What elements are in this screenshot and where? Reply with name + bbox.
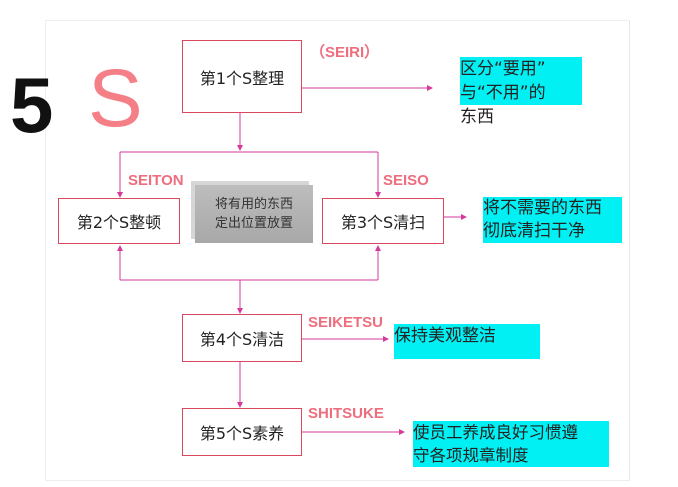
- desc-4-line1: 保持美观整洁: [394, 326, 496, 346]
- desc-3-line2: 彻底清扫干净: [483, 221, 585, 241]
- desc-2-line1: 将有用的东西: [214, 197, 293, 212]
- tag-shitsuke: SHITSUKE: [308, 405, 384, 422]
- desc-1-line2: 与“不用”的: [460, 81, 582, 105]
- tag-seiton: SEITON: [128, 172, 184, 189]
- desc-2-line2: 定出位置放置: [214, 216, 293, 231]
- desc-5-line2: 守各项规章制度: [413, 446, 529, 465]
- step-4-box: 第4个S清洁: [182, 314, 302, 362]
- tag-seiri: （SEIRI）: [310, 44, 380, 61]
- desc-5-line1: 使员工养成良好习惯遵: [413, 423, 578, 442]
- desc-1: 区分“要用” 与“不用”的 东西: [460, 57, 582, 129]
- step-3-box: 第3个S清扫: [322, 198, 444, 244]
- desc-4: 保持美观整洁: [394, 324, 540, 359]
- logo-number: 5: [10, 61, 54, 149]
- step-5-box: 第5个S素养: [182, 408, 302, 456]
- desc-1-line1: 区分“要用”: [460, 57, 582, 81]
- desc-5: 使员工养成良好习惯遵 守各项规章制度: [413, 421, 609, 467]
- tag-seiso: SEISO: [383, 172, 429, 189]
- desc-3-line1: 将不需要的东西: [483, 198, 602, 218]
- desc-1-line3: 东西: [460, 107, 494, 127]
- step-2-box: 第2个S整顿: [58, 198, 180, 244]
- step-1-box: 第1个S整理: [182, 40, 302, 113]
- diagram-frame: [45, 20, 630, 481]
- step-2-description-block: 将有用的东西定出位置放置: [195, 185, 313, 243]
- tag-seiketsu: SEIKETSU: [308, 314, 384, 331]
- logo-letter: S: [88, 53, 143, 144]
- desc-3: 将不需要的东西 彻底清扫干净: [483, 197, 622, 243]
